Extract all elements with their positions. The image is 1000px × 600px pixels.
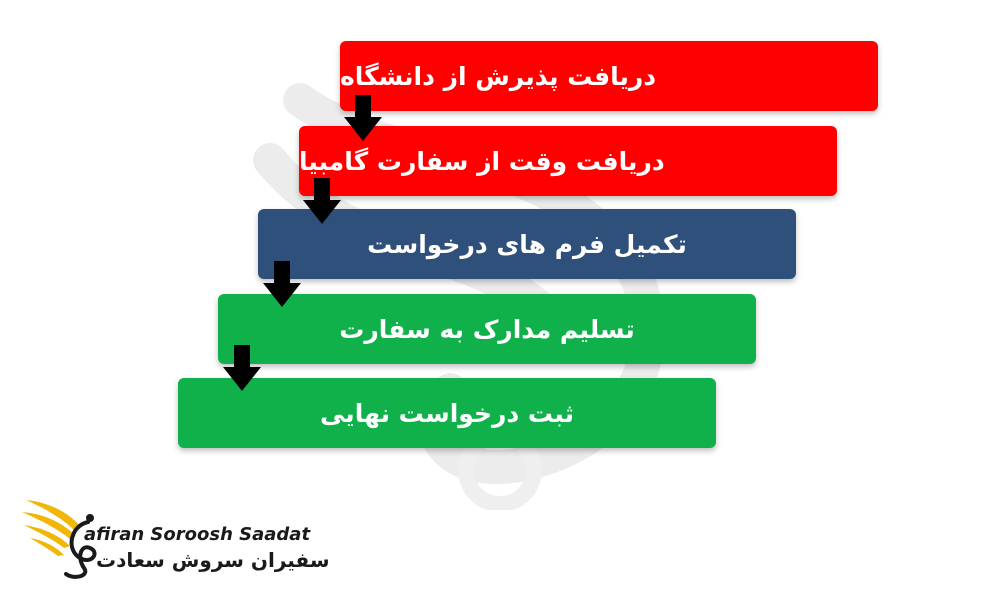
logo-farsi-text: سفیران سروش سعادت [96, 548, 330, 572]
step-3-label: تکمیل فرم های درخواست [367, 229, 687, 259]
down-arrow-icon [344, 95, 382, 141]
step-submit-documents: تسلیم مدارک به سفارت [218, 294, 756, 364]
step-final-registration: ثبت درخواست نهایی [178, 378, 716, 448]
step-university-admission: دریافت پذیرش از دانشگاه [340, 41, 878, 111]
step-4-label: تسلیم مدارک به سفارت [339, 314, 635, 344]
down-arrow-icon [303, 178, 341, 224]
logo-latin-text: afiran Soroosh Saadat [84, 524, 311, 545]
golden-wing-swirl-icon [22, 500, 97, 579]
down-arrow-icon [263, 261, 301, 307]
step-1-label: دریافت پذیرش از دانشگاه [340, 61, 657, 91]
step-2-label: دریافت وقت از سفارت گامبیا [299, 146, 665, 176]
step-embassy-appointment: دریافت وقت از سفارت گامبیا [299, 126, 837, 196]
down-arrow-icon [223, 345, 261, 391]
step-complete-forms: تکمیل فرم های درخواست [258, 209, 796, 279]
step-5-label: ثبت درخواست نهایی [320, 398, 574, 428]
